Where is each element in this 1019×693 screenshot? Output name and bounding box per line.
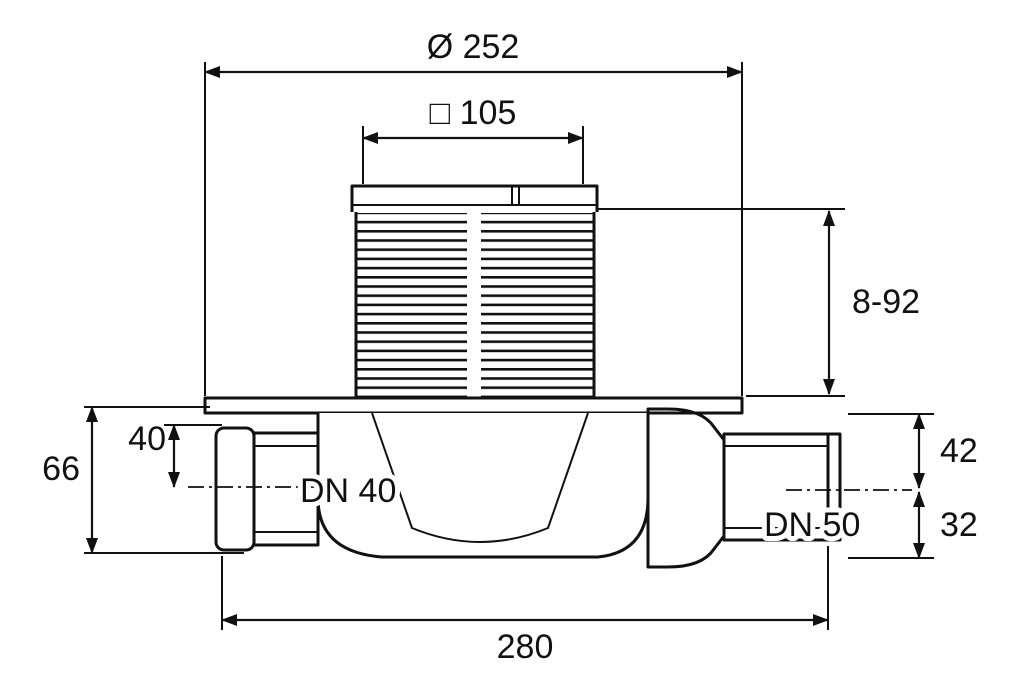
trap-housing — [316, 413, 650, 559]
trap-funnel — [371, 412, 589, 543]
label-diameter-252: Ø 252 — [427, 28, 520, 66]
label-offset-42: 42 — [940, 432, 978, 470]
upper-telescopic-section — [350, 184, 599, 397]
inlet-seal-boot — [214, 426, 256, 552]
flange — [203, 396, 744, 415]
dimension-lines — [86, 66, 925, 626]
rib-band-left — [357, 213, 467, 397]
drain-body — [316, 412, 650, 559]
outlet-pipe — [722, 432, 842, 542]
outlet-pipe-dn50 — [646, 407, 842, 569]
label-depth-40: 40 — [128, 420, 166, 458]
label-length-280: 280 — [497, 628, 554, 666]
outlet-coupling — [646, 407, 726, 569]
dimension-labels: Ø 252 □ 105 8-92 40 66 DN 40 DN 50 42 32… — [42, 28, 978, 666]
grate-frame — [350, 184, 599, 212]
centerlines — [188, 486, 912, 491]
label-square-105: □ 105 — [430, 94, 517, 132]
label-offset-32: 32 — [940, 506, 978, 544]
label-depth-66: 66 — [42, 450, 80, 488]
label-dn40: DN 40 — [300, 472, 396, 510]
rib-band-right — [481, 213, 593, 397]
inlet-pipe-dn40 — [214, 426, 320, 552]
label-height-8-92: 8-92 — [852, 283, 920, 321]
label-dn50: DN 50 — [764, 506, 860, 544]
